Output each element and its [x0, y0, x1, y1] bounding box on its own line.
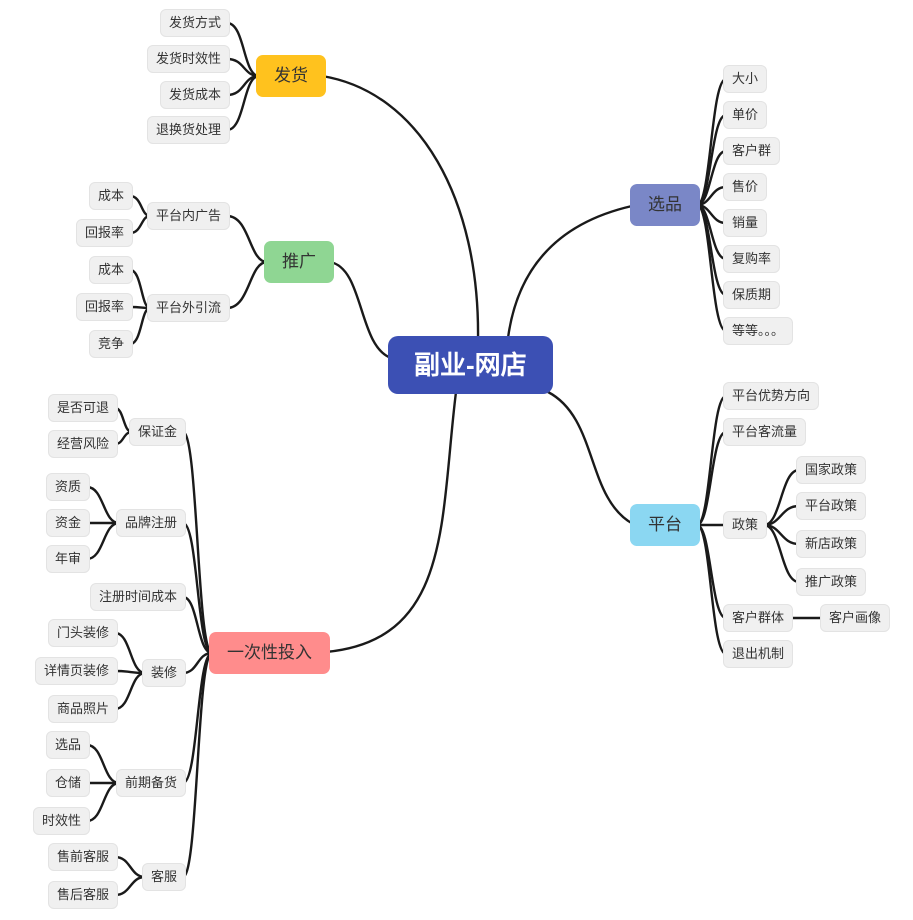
node-promotion-policy[interactable]: 推广政策	[796, 568, 867, 596]
node-initial-stocking[interactable]: 前期备货	[115, 769, 186, 797]
node-platform[interactable]: 平台	[630, 504, 700, 546]
node-new-store-policy[interactable]: 新店政策	[796, 530, 867, 558]
edge-platform-advantage	[695, 394, 728, 527]
edge-etc	[695, 203, 728, 333]
edge-qualification	[85, 485, 121, 525]
node-storefront-decoration[interactable]: 门头装修	[47, 619, 118, 647]
node-traffic-competition[interactable]: 竞争	[88, 330, 133, 358]
edge-customer-segments	[695, 523, 728, 620]
edge-off-platform-traffic	[225, 260, 269, 310]
edge-pre-sales-service	[113, 855, 147, 879]
edge-stock-timeliness	[85, 781, 121, 823]
node-investment[interactable]: 一次性投入	[209, 632, 330, 674]
node-ads-cost[interactable]: 成本	[88, 182, 133, 210]
node-deposit-refundable[interactable]: 是否可退	[47, 394, 118, 422]
node-unit-price[interactable]: 单价	[723, 101, 768, 129]
node-pre-sales-service[interactable]: 售前客服	[47, 843, 118, 871]
edge-root-investment	[324, 390, 458, 654]
node-size[interactable]: 大小	[723, 65, 768, 93]
node-customer-profile[interactable]: 客户画像	[820, 604, 891, 632]
edge-platform-traffic	[695, 430, 728, 527]
node-platform-traffic[interactable]: 平台客流量	[723, 418, 807, 446]
node-stock-timeliness[interactable]: 时效性	[32, 807, 90, 835]
node-repurchase-rate[interactable]: 复购率	[723, 245, 781, 273]
edge-unit-price	[695, 113, 728, 207]
node-brand-registration[interactable]: 品牌注册	[115, 509, 186, 537]
node-business-risk[interactable]: 经营风险	[47, 430, 118, 458]
node-shipping[interactable]: 发货	[256, 55, 326, 97]
node-shipping-timeliness[interactable]: 发货时效性	[146, 45, 230, 73]
node-in-platform-ads[interactable]: 平台内广告	[146, 202, 230, 230]
node-off-platform-traffic[interactable]: 平台外引流	[146, 294, 230, 322]
edge-in-platform-ads	[225, 214, 269, 264]
node-registration-time-cost[interactable]: 注册时间成本	[89, 583, 186, 611]
edge-returns-handling	[225, 74, 261, 132]
node-deposit[interactable]: 保证金	[128, 418, 186, 446]
edge-annual-review	[85, 521, 121, 561]
edge-exit-mechanism	[695, 523, 728, 656]
node-shipping-cost[interactable]: 发货成本	[159, 81, 230, 109]
node-capital[interactable]: 资金	[45, 509, 90, 537]
node-national-policy[interactable]: 国家政策	[796, 456, 867, 484]
node-product-selection[interactable]: 选品	[630, 184, 700, 226]
edge-root-platform	[546, 390, 635, 526]
node-root[interactable]: 副业-网店	[388, 336, 553, 394]
node-platform-policy[interactable]: 平台政策	[796, 492, 867, 520]
node-customer-service[interactable]: 客服	[141, 863, 186, 891]
edge-promotion-policy	[762, 523, 801, 584]
edge-deposit	[181, 430, 214, 655]
node-product-photos[interactable]: 商品照片	[47, 695, 118, 723]
node-qualification[interactable]: 资质	[45, 473, 90, 501]
node-stock-selection[interactable]: 选品	[45, 731, 90, 759]
node-annual-review[interactable]: 年审	[45, 545, 90, 573]
node-traffic-roi[interactable]: 回报率	[75, 293, 133, 321]
node-promotion[interactable]: 推广	[264, 241, 334, 283]
edge-brand-registration	[181, 521, 214, 655]
node-shipping-method[interactable]: 发货方式	[159, 9, 230, 37]
edge-storefront-decoration	[113, 631, 147, 675]
edge-shelf-life	[695, 203, 728, 297]
node-sales-volume[interactable]: 销量	[723, 209, 768, 237]
node-traffic-cost[interactable]: 成本	[88, 256, 133, 284]
edge-after-sales-service	[113, 875, 147, 897]
node-returns-handling[interactable]: 退换货处理	[146, 116, 230, 144]
edge-decoration	[181, 651, 214, 675]
edge-product-photos	[113, 671, 147, 711]
edge-root-shipping	[320, 74, 480, 342]
node-detail-page-decoration[interactable]: 详情页装修	[34, 657, 118, 685]
edge-registration-time-cost	[181, 595, 214, 655]
node-customer-group[interactable]: 客户群	[723, 137, 781, 165]
edge-size	[695, 77, 728, 207]
node-decoration[interactable]: 装修	[141, 659, 186, 687]
node-warehousing[interactable]: 仓储	[45, 769, 90, 797]
node-shelf-life[interactable]: 保质期	[723, 281, 781, 309]
node-platform-advantage[interactable]: 平台优势方向	[723, 382, 820, 410]
node-after-sales-service[interactable]: 售后客服	[47, 881, 118, 909]
node-selling-price[interactable]: 售价	[723, 173, 768, 201]
node-policy[interactable]: 政策	[723, 511, 768, 539]
node-etc[interactable]: 等等。。。	[723, 317, 794, 345]
edge-customer-service	[181, 651, 214, 879]
edge-root-promotion	[328, 260, 393, 360]
edge-stock-selection	[85, 743, 121, 785]
node-ads-roi[interactable]: 回报率	[75, 219, 133, 247]
node-exit-mechanism[interactable]: 退出机制	[723, 640, 794, 668]
edge-root-selection	[506, 204, 634, 340]
node-customer-segments[interactable]: 客户群体	[723, 604, 794, 632]
